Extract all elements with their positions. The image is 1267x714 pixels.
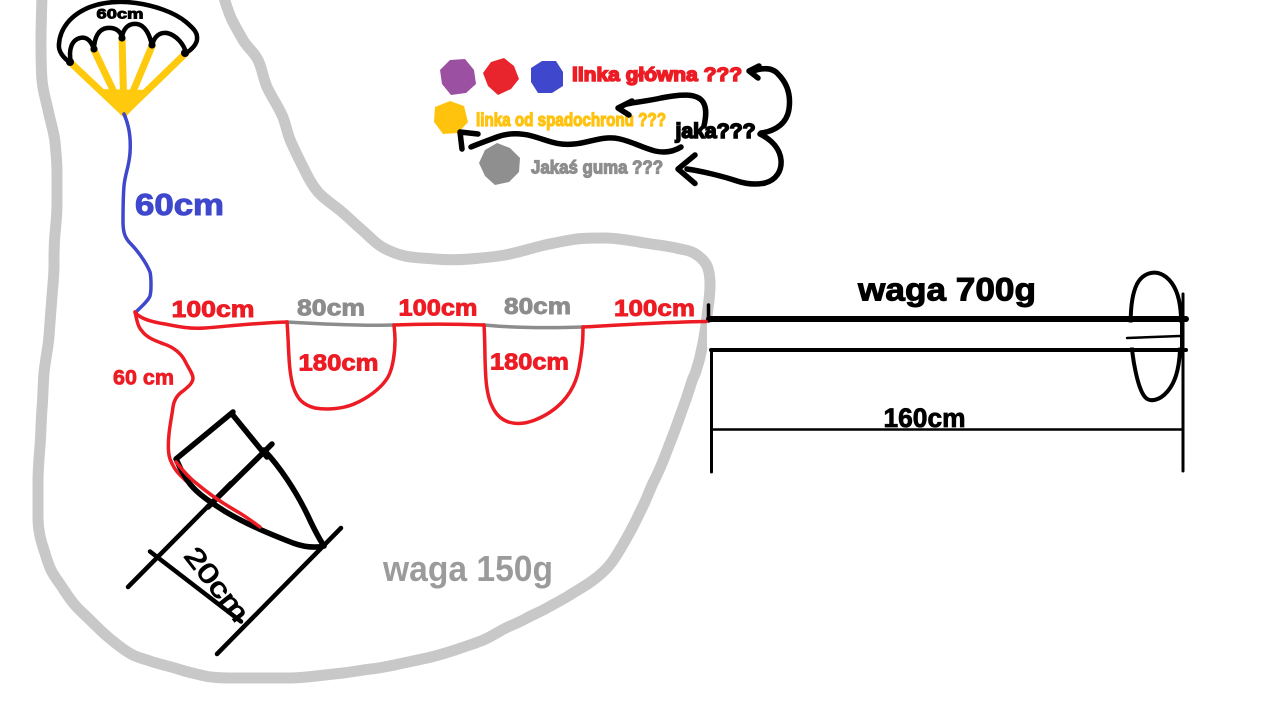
svg-text:100cm: 100cm [172,296,255,322]
svg-text:Jakaś guma ???: Jakaś guma ??? [531,158,663,178]
svg-text:60cm: 60cm [135,187,224,222]
svg-text:jaka???: jaka??? [674,120,755,143]
svg-text:60cm: 60cm [97,6,144,22]
svg-text:100cm: 100cm [399,295,478,321]
svg-text:80cm: 80cm [297,295,365,321]
svg-text:180cm: 180cm [299,350,379,376]
svg-text:linka główna ???: linka główna ??? [572,64,742,86]
svg-text:waga 700g: waga 700g [857,272,1036,308]
svg-text:linka od spadochronu ???: linka od spadochronu ??? [476,110,666,130]
svg-text:100cm: 100cm [614,295,695,321]
svg-text:60 cm: 60 cm [113,366,174,390]
svg-text:80cm: 80cm [504,293,571,319]
svg-text:180cm: 180cm [490,349,569,375]
svg-text:160cm: 160cm [884,403,966,433]
svg-text:waga 150g: waga 150g [382,548,553,589]
